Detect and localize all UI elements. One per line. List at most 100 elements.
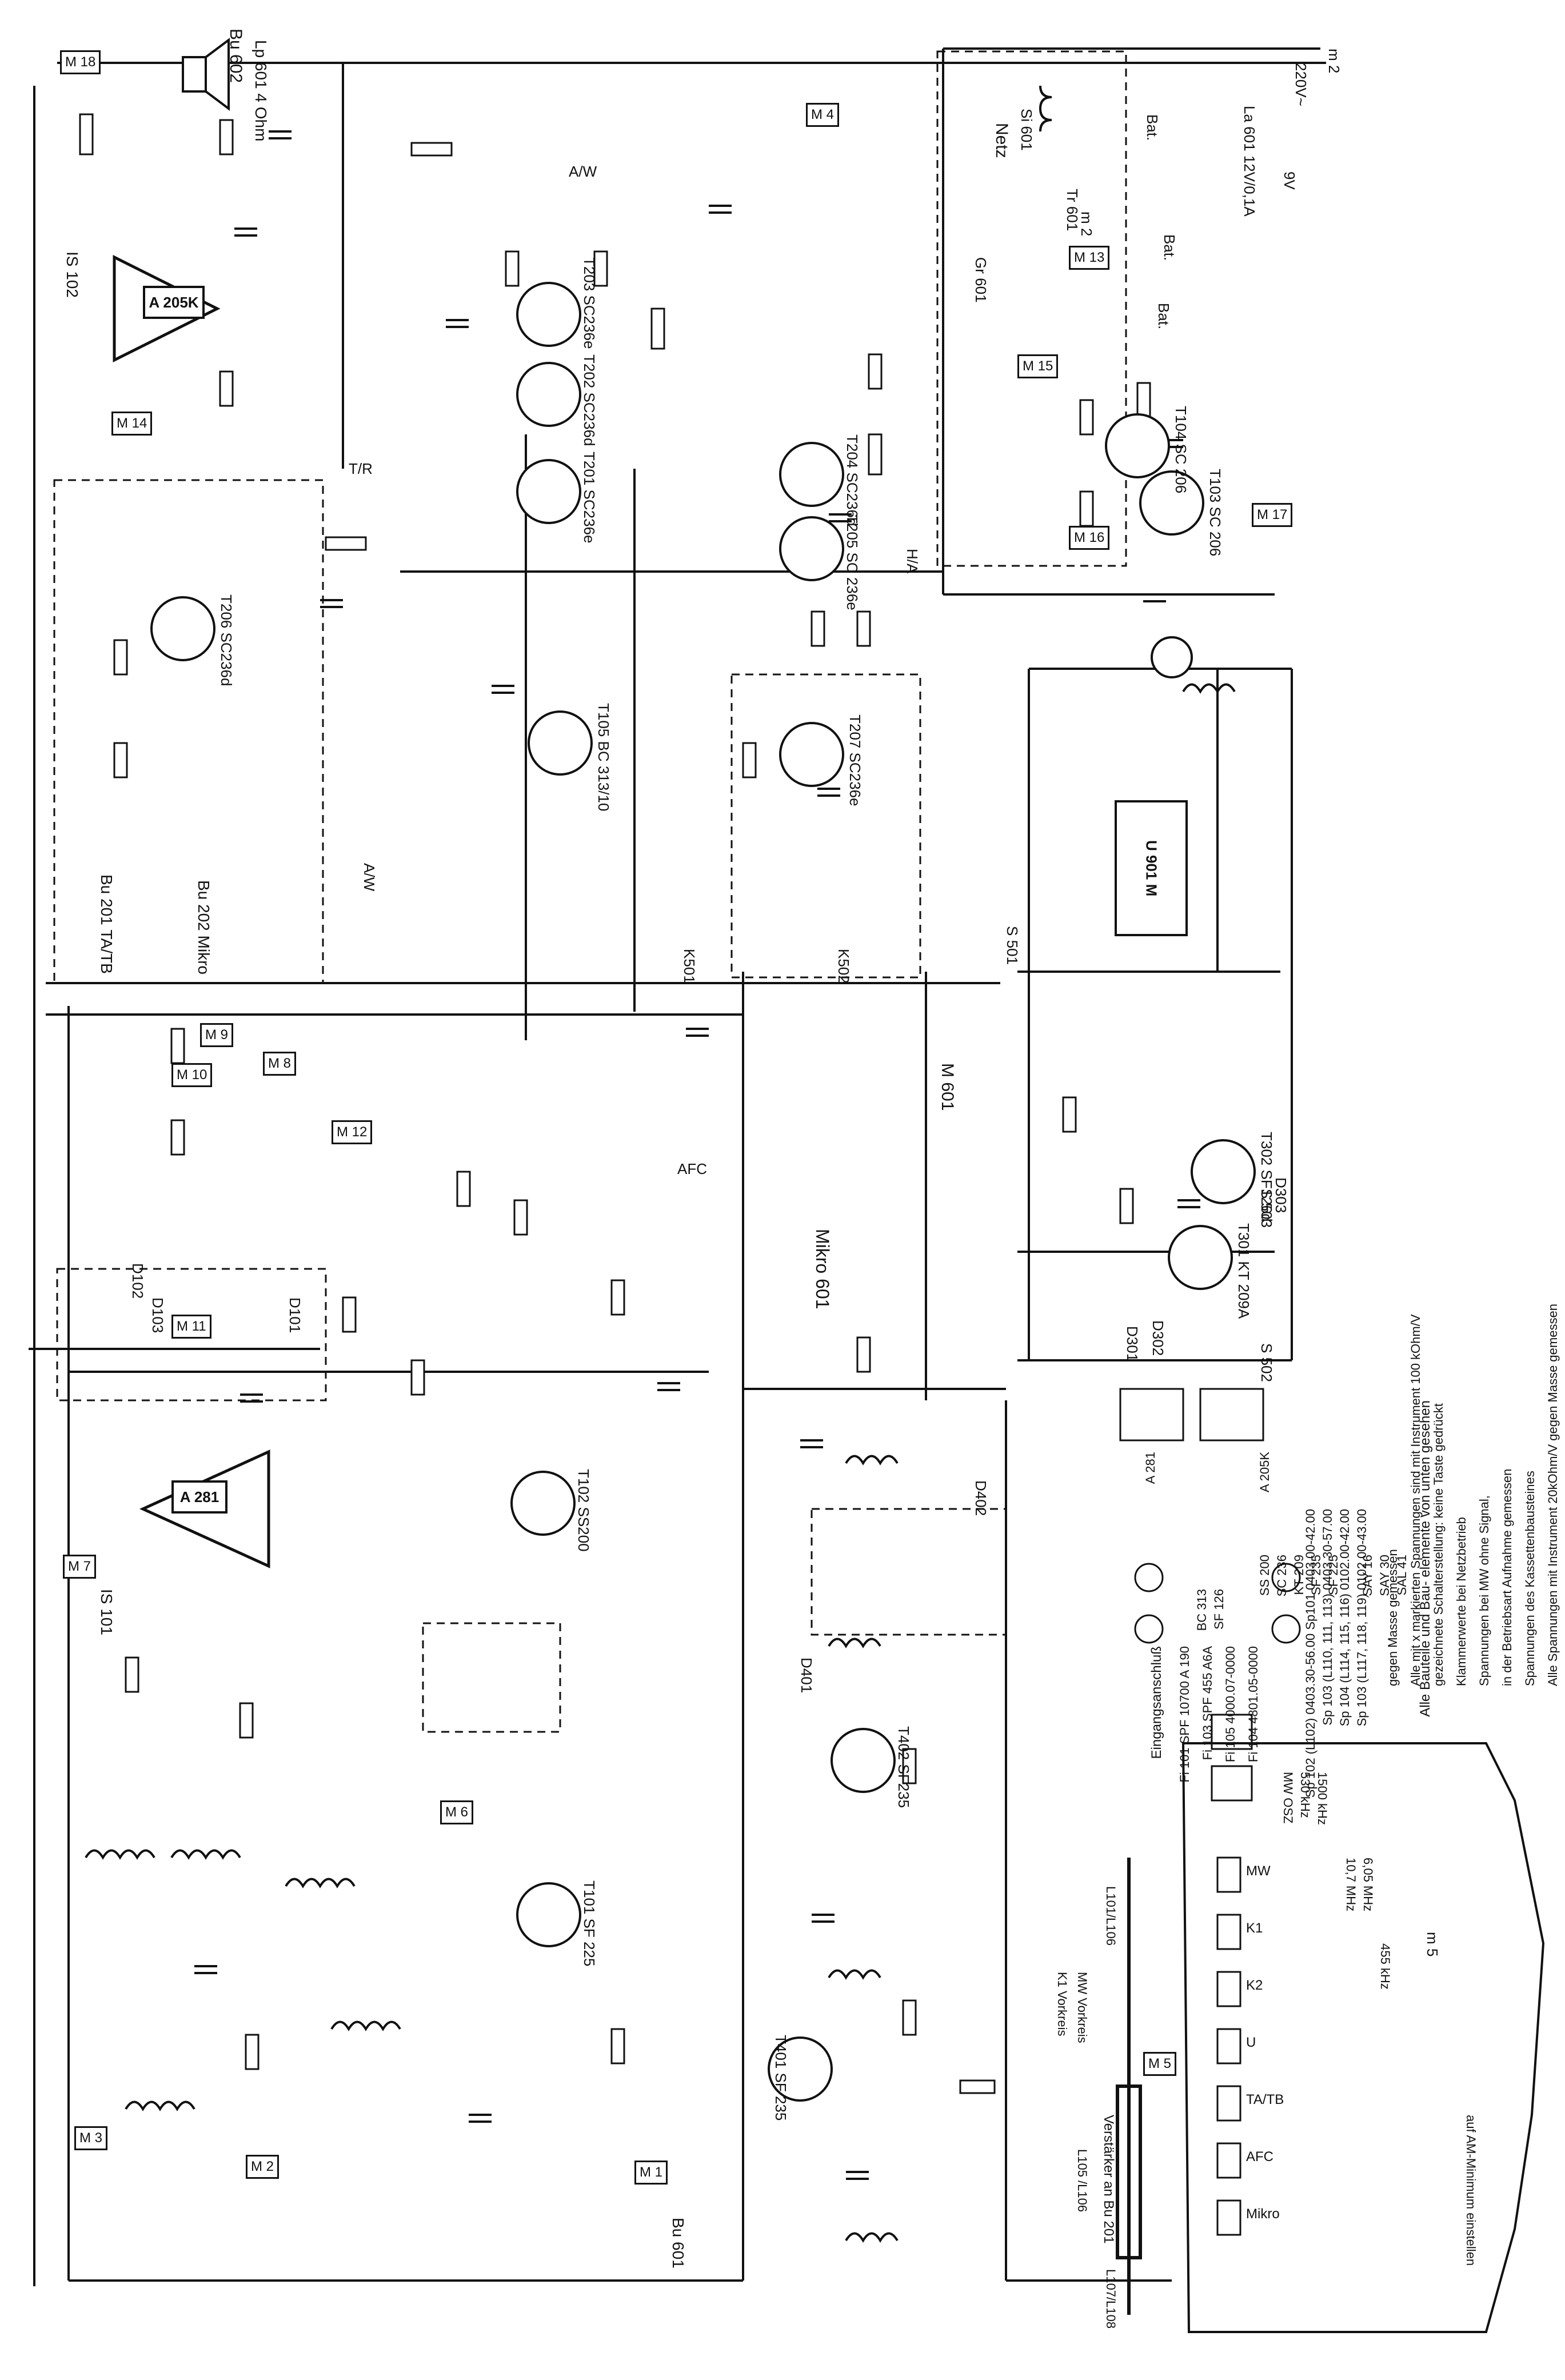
connector-m601: M 601 xyxy=(938,1063,957,1111)
probe-m12: M 12 xyxy=(332,1120,373,1144)
note-5: Klammerwerte bei Netzbetrieb xyxy=(1454,1517,1468,1686)
speaker-symbol xyxy=(182,38,230,111)
coil-sp102: Sp 102 (L102) 0403.30-56.00 Sp101 0403.0… xyxy=(1303,1509,1318,1798)
probe-m3: M 3 xyxy=(74,2126,108,2150)
mode-afc: AFC xyxy=(677,1160,707,1177)
connector-bu202: Bu 202 Mikro xyxy=(195,880,213,975)
ic-is101-type: A 281 xyxy=(171,1480,227,1514)
connector-bu601: Bu 601 xyxy=(669,2218,687,2269)
transistor-t201: T105 BC 313/10 xyxy=(595,703,612,812)
diode-d303: D303 xyxy=(1272,1177,1289,1213)
probe-m10: M 10 xyxy=(171,1063,213,1087)
ground-label-top: m 2 xyxy=(1326,49,1343,74)
switch-s501: S 501 xyxy=(1004,926,1021,965)
transistor-t202: T201 SC236e xyxy=(581,452,598,544)
probe-m4: M 4 xyxy=(806,103,840,127)
pinout-sf225: SF 225 xyxy=(1326,1555,1340,1595)
probe-m18: M 18 xyxy=(60,50,101,74)
board-label-530khz: 530 kHz xyxy=(1298,1772,1312,1818)
probe-m6: M 6 xyxy=(440,1800,474,1824)
main-wiring xyxy=(29,47,1326,2286)
note-3: in der Betriebsart Aufnahme gemessen xyxy=(1500,1468,1514,1686)
transistor-t208: T207 SC236e xyxy=(847,714,864,806)
probe-m1: M 1 xyxy=(634,2161,668,2185)
board-label-mw-vorkreis: MW Vorkreis xyxy=(1075,1972,1089,2043)
board-label-mw-osz: MW OSZ xyxy=(1281,1772,1295,1824)
transistor-t102: T102 SS200 xyxy=(575,1469,592,1552)
power-tr601: Tr 601 xyxy=(1064,189,1081,231)
ground-label-board: m 5 xyxy=(1424,1932,1441,1957)
note-parts-bottom-view: Alle Bauteile und Bau- elemente von unte… xyxy=(1418,1400,1433,1717)
coil-sp104: Sp 104 (L114, 115, 116) 0102.00-42.00 xyxy=(1338,1509,1352,1727)
eingangsanschluss: Eingangsanschluß xyxy=(1149,1646,1164,1759)
power-bat-2: Bat. xyxy=(1161,234,1178,261)
transistor-t302: T302 SF126d xyxy=(1258,1132,1275,1222)
power-netz: Netz xyxy=(992,123,1011,158)
power-si601: Si 601 xyxy=(1018,109,1035,151)
motor-symbol xyxy=(1151,636,1193,678)
board-band-u: U xyxy=(1246,2035,1256,2050)
mode-aw-mid: A/W xyxy=(361,863,378,892)
board-label-k1-vorkreis: K1 Vorkreis xyxy=(1055,1972,1069,2036)
pinout-kt209: KT 209 xyxy=(1292,1555,1306,1595)
power-9v: 9V xyxy=(1281,171,1298,190)
note-2: Spannungen des Kassettenbausteines xyxy=(1523,1471,1537,1686)
board-band-mw: MW xyxy=(1246,1863,1271,1879)
coil-symbols xyxy=(85,85,1236,2243)
diode-d101: D101 xyxy=(286,1297,304,1333)
relay-k502: K502 xyxy=(835,949,852,984)
coil-sp103-b: Sp 103 (L117, 118, 119) 0102.00-43.00 xyxy=(1355,1509,1369,1727)
board-band-tatb: TA/TB xyxy=(1246,2092,1284,2107)
pinout-a205k: A 205K xyxy=(1257,1452,1272,1492)
transistor-t301: T301 KT 209A xyxy=(1235,1223,1252,1319)
transistor-t402: T402 SF235 xyxy=(895,1726,912,1808)
probe-m7: M 7 xyxy=(63,1555,97,1579)
board-label-am-minimum: auf AM-Minimum einstellen xyxy=(1464,2115,1478,2266)
diode-d301: D301 xyxy=(1124,1326,1141,1362)
relay-k501: K501 xyxy=(681,949,698,984)
probe-m13: M 13 xyxy=(1069,246,1110,270)
probe-m16: M 16 xyxy=(1069,526,1110,550)
pinout-sal41: SAL 41 xyxy=(1395,1555,1409,1596)
diode-d402: D402 xyxy=(972,1480,989,1516)
filter-fi101: Fi 101 SPF 10700 A 190 xyxy=(1177,1646,1192,1783)
power-bat-3: Bat. xyxy=(1155,303,1172,330)
transistor-t104: T104 SC 206 xyxy=(1172,406,1189,494)
power-la601: La 601 12V/0,1A xyxy=(1241,106,1258,217)
probe-m9: M 9 xyxy=(200,1023,234,1047)
coil-sp103-a: Sp 103 (L110, 111, 113) 0403.30-57.00 xyxy=(1320,1509,1335,1726)
filter-fi105: Fi 105 4000.07-0000 xyxy=(1223,1646,1237,1763)
pinout-say30: SAY 30 xyxy=(1378,1555,1392,1596)
connector-mikro601: Mikro 601 xyxy=(812,1229,833,1309)
connector-bu602: Bu 602 xyxy=(226,29,245,83)
transistor-t206: T205 SC 236e xyxy=(844,514,861,610)
transistor-t101: T101 SF 225 xyxy=(581,1880,598,1967)
capacitor-symbols xyxy=(194,130,1200,2180)
pcb-board-outline xyxy=(1181,1742,1545,2333)
transistor-symbols xyxy=(150,282,1256,2102)
board-label-verstaerker: Verstärker an Bu 201 xyxy=(1101,2115,1116,2244)
ic-u901m: U 901 M xyxy=(1115,800,1188,936)
diode-d401: D401 xyxy=(798,1658,815,1694)
ground-label-power: m 2 xyxy=(1078,211,1095,237)
board-band-afc: AFC xyxy=(1246,2149,1273,2165)
board-label-455khz: 455 kHz xyxy=(1378,1943,1392,1990)
board-label-l107-l108: L107/L108 xyxy=(1104,2269,1118,2329)
connector-lp601: Lp 601 4 Ohm xyxy=(252,40,270,142)
probe-m8: M 8 xyxy=(263,1052,297,1076)
subassembly-outlines xyxy=(53,50,1127,1733)
board-label-l105-l106: L105 /L106 xyxy=(1075,2149,1089,2213)
transistor-t205: T204 SC236d xyxy=(844,434,861,526)
measurement-notes: Alle Spannungen mit Instrument 20kOhm/V … xyxy=(1386,714,1560,1686)
board-label-6-05mhz: 6,05 MHz xyxy=(1361,1858,1375,1912)
connector-bu201: Bu 201 TA/TB xyxy=(98,874,115,974)
transistor-t204: T203 SC236e xyxy=(581,257,598,349)
switch-s503: S 503 xyxy=(1258,1189,1275,1228)
board-band-switches xyxy=(1216,1856,1241,2236)
filter-fi103: Fi 103 SPF 455 A6A xyxy=(1200,1646,1215,1760)
diode-d102: D102 xyxy=(129,1263,146,1299)
pinout-sketches xyxy=(1119,1388,1301,1802)
pinout-sf235: SF 235 xyxy=(1309,1555,1323,1595)
probe-m15: M 15 xyxy=(1017,354,1059,378)
